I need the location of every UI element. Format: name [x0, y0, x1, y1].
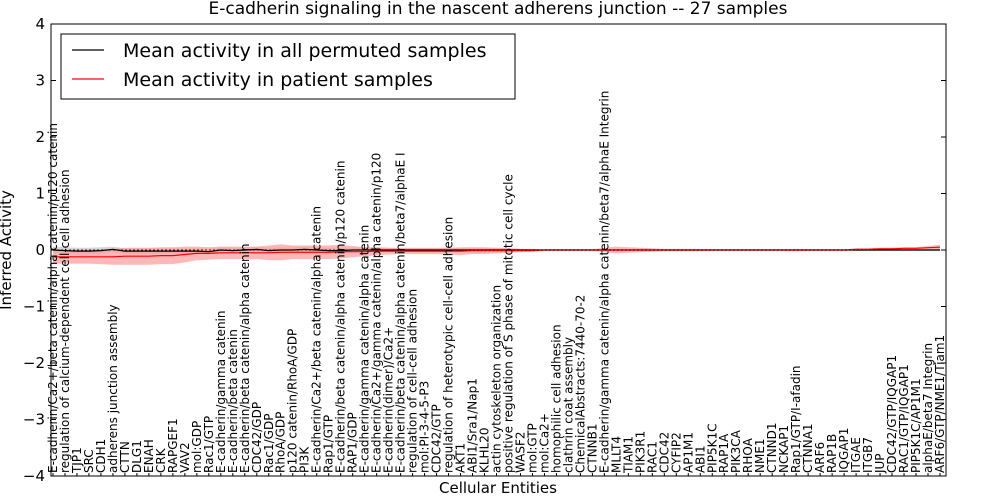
y-tick-label: 3 [35, 72, 45, 90]
x-tick-label: Rap1/GTP [322, 415, 336, 473]
x-tick-label: RAP1B [825, 434, 839, 473]
x-tick-label: Rap1/GTP/I-afadin [789, 365, 803, 473]
x-axis-label: Cellular Entities [439, 479, 557, 497]
x-tick-label: PIK3R1 [633, 431, 647, 473]
x-tick-label: AKT1 [454, 443, 468, 473]
x-tick-label: ARF6/GTP/NME1/Tiam1 [933, 335, 947, 473]
x-tick-label: PIP5K1C/AP1M1 [909, 378, 923, 473]
y-tick-label: −2 [23, 354, 45, 372]
x-tick-label: SRC [82, 449, 96, 473]
series-lines [52, 246, 941, 258]
x-tick-label: E-cadherin/Ca2+/gamma catenin/alpha cate… [370, 153, 384, 473]
x-tick-label: RAP1/GDP [346, 412, 360, 473]
x-tick-label: JUP [873, 453, 887, 474]
y-tick-label: −4 [23, 467, 45, 485]
legend-label-permuted: Mean activity in all permuted samples [123, 40, 486, 62]
x-tick-label: CDC42/GTP [430, 404, 444, 473]
y-tick-label: 1 [35, 185, 45, 203]
x-tick-label: CTNNB1 [585, 423, 599, 473]
y-tick-label: 4 [35, 15, 45, 33]
x-tick-label: CTNNA1 [801, 423, 815, 473]
x-tick-label: CTTN [118, 441, 132, 473]
x-tick-label: RAC1 [645, 441, 659, 473]
x-tick-label: ChemicalAbstracts:7440-70-2 [573, 295, 587, 473]
x-tick-label: E-cadherin/beta catenin/alpha catenin/be… [394, 152, 408, 473]
x-tick-label: E-cadherin/gamma catenin/alpha catenin [358, 225, 372, 473]
x-tick-label: E-cadherin/Ca2+/beta catenin/alpha caten… [46, 123, 60, 473]
x-tick-label: positive regulation of S phase of mitoti… [502, 174, 516, 473]
x-tick-label: RAC1/GTP/IQGAP1 [897, 364, 911, 473]
x-tick-label: PIK3CA [729, 429, 743, 473]
x-tick-label: CDC42/GTP/IQGAP1 [885, 355, 899, 473]
x-tick-label: ITGB7 [861, 437, 875, 473]
x-tick-label: ABI1 [693, 445, 707, 473]
x-tick-label: mol:GDP [190, 421, 204, 473]
x-tick-label: Rac1/GDP [262, 414, 276, 473]
x-tick-label: clathrin coat assembly [561, 337, 575, 473]
x-tick-label: VAV2 [178, 442, 192, 473]
x-tick-label: MLLT4 [609, 436, 623, 473]
x-tick-label: CDC42/GDP [250, 402, 264, 473]
x-tick-label: ITGAE [849, 437, 863, 473]
x-tick-label: TIAM1 [621, 436, 635, 474]
x-tick-label: p120 catenin/RhoA/GDP [286, 329, 300, 473]
x-tick-label: E-cadherin/beta catenin/alpha catenin [238, 243, 252, 473]
x-tick-label: AP1M1 [681, 432, 695, 473]
chart-title: E-cadherin signaling in the nascent adhe… [209, 0, 788, 19]
x-tick-label: mol:GTP [526, 423, 540, 473]
x-tick-label: KLHL20 [478, 427, 492, 473]
x-tick-label: NME1 [753, 438, 767, 473]
y-tick-label: 0 [35, 241, 45, 259]
x-tick-label: E-cadherin/beta catenin [226, 329, 240, 473]
x-tick-label: E-cadherin/beta catenin/alpha catenin/p1… [334, 161, 348, 474]
x-tick-label: actin cytoskeleton organization [490, 285, 504, 473]
x-tick-label: CYFIP2 [669, 432, 683, 473]
x-tick-label: regulation of cell-cell adhesion [406, 289, 420, 473]
x-tick-label: CDC42 [657, 432, 671, 473]
x-tick-label: Rac1/GTP [202, 416, 216, 473]
x-tick-label: RAPGEF1 [166, 418, 180, 473]
series-line-1 [53, 246, 941, 258]
y-tick-label: −1 [23, 298, 45, 316]
x-tick-label: TJP1 [70, 447, 84, 474]
y-axis-label: Inferred Activity [0, 190, 15, 310]
x-tick-label: ARF6 [813, 442, 827, 473]
x-tick-label: RhoA/GDP [274, 412, 288, 473]
legend-label-patient: Mean activity in patient samples [123, 69, 433, 91]
x-tick-label: E-cadherin/gamma catenin [214, 310, 228, 473]
x-tick-label: ENAH [142, 439, 156, 473]
x-tick-label: RHOA [741, 437, 755, 473]
x-tick-label: CRK [154, 447, 168, 473]
x-tick-label: alphaE/beta7 Integrin [921, 343, 935, 473]
y-axis: 4 3 2 1 0 −1 −2 −3 −4 [23, 15, 946, 485]
x-tick-labels: E-cadherin/Ca2+/beta catenin/alpha caten… [46, 91, 947, 476]
x-tick-label: E-cadherin/Ca2+/beta catenin/alpha caten… [310, 206, 324, 473]
x-tick-label: homophilic cell adhesion [549, 324, 563, 473]
x-tick-label: ABI1/Sra1/Nap1 [466, 378, 480, 473]
x-tick-label: adherens junction assembly [106, 304, 120, 473]
x-tick-label: PI3K [298, 446, 312, 473]
x-tick-label: PIP5K1C [705, 424, 719, 474]
x-tick-label: E-cadherin(dimer)/Ca2+ [382, 327, 396, 473]
x-tick-label: regulation of heterotypic cell-cell adhe… [442, 217, 456, 473]
x-tick-label: CDH1 [94, 439, 108, 473]
x-tick-label: mol:Ca2+ [537, 413, 551, 473]
x-tick-label: CTNND1 [765, 422, 779, 473]
x-tick-label: IQGAP1 [837, 428, 851, 473]
x-tick-label: E-cadherin/gamma catenin/alpha catenin/b… [597, 91, 611, 473]
x-tick-label: regulation of calcium-dependent cell-cel… [58, 169, 72, 473]
y-tick-label: 2 [35, 128, 45, 146]
x-tick-label: DLG1 [130, 440, 144, 473]
legend-box [60, 33, 516, 100]
x-tick-label: NCKAP1 [777, 425, 791, 473]
y-tick-label: −3 [23, 411, 45, 429]
x-tick-label: RAP1A [717, 433, 731, 473]
x-tick-label: WASF2 [514, 431, 528, 473]
x-tick-label: mol:PI-3-4-5-P3 [418, 381, 432, 473]
legend: Mean activity in all permuted samples Me… [60, 33, 516, 100]
